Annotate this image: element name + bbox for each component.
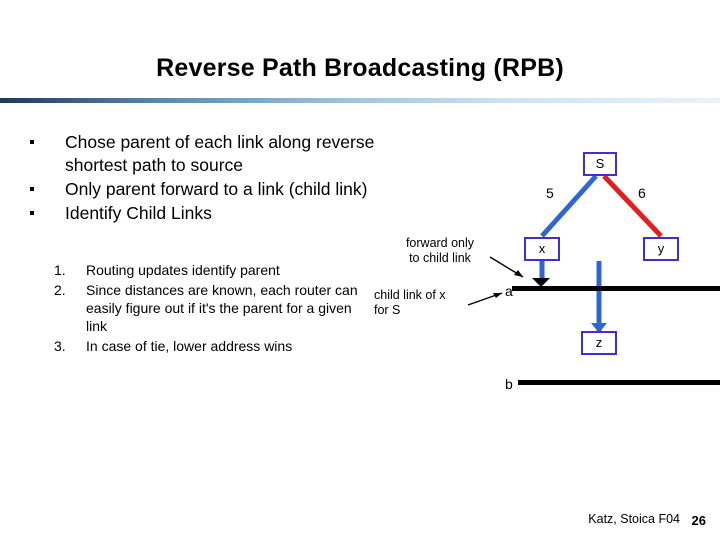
node-x: x [524, 237, 560, 261]
bullet-square-icon [30, 187, 34, 191]
arrow-x-down-icon [532, 278, 550, 287]
list-item: 1. Routing updates identify parent [54, 262, 374, 280]
list-number: 3. [54, 338, 66, 354]
node-z: z [581, 331, 617, 355]
node-y-label: y [657, 241, 665, 256]
page-title: Reverse Path Broadcasting (RPB) [156, 54, 564, 82]
bullet-square-icon [30, 140, 34, 144]
list-number: 2. [54, 282, 66, 298]
annotation-child-link-line1: child link of x [374, 288, 446, 302]
node-s-label: S [595, 156, 605, 171]
edge-s-x [540, 174, 598, 238]
node-s: S [583, 152, 617, 176]
edge-s-y [602, 174, 663, 238]
list-item: Only parent forward to a link (child lin… [20, 178, 380, 201]
pointer-child-link-arrow-icon [493, 293, 502, 298]
bullet-text: Identify Child Links [65, 203, 212, 223]
diagram-edges [467, 174, 663, 333]
credit-text: Katz, Stoica F04 [588, 512, 680, 526]
list-item: Chose parent of each link along reverse … [20, 131, 380, 177]
edge-cost-5-text: 5 [546, 185, 554, 201]
network-diagram: S x y z 5 6 a b forward only to child li… [374, 125, 720, 415]
link-a-label: a [505, 283, 513, 299]
bullet-list: Chose parent of each link along reverse … [20, 131, 380, 226]
edge-cost-6-text: 6 [638, 185, 646, 201]
bullet-square-icon [30, 211, 34, 215]
bullet-text: Chose parent of each link along reverse … [65, 132, 375, 175]
annotation-child-link: child link of x for S [374, 288, 474, 318]
node-y: y [643, 237, 679, 261]
numbered-list: 1. Routing updates identify parent 2. Si… [54, 262, 374, 358]
link-b-bar [518, 380, 720, 385]
list-item-text: In case of tie, lower address wins [86, 338, 293, 354]
list-item: Identify Child Links [20, 202, 380, 225]
node-z-label: z [595, 335, 603, 350]
link-b-text: b [505, 376, 513, 392]
bullet-text: Only parent forward to a link (child lin… [65, 179, 368, 199]
annotation-child-link-line2: for S [374, 303, 401, 317]
pointer-forward-only-arrow-icon [514, 270, 523, 277]
edge-cost-5-label: 5 [546, 185, 554, 201]
arrow-y-down-icon [591, 323, 607, 333]
list-item-text: Since distances are known, each router c… [86, 282, 358, 334]
edge-cost-6-label: 6 [638, 185, 646, 201]
list-item: 3. In case of tie, lower address wins [54, 338, 374, 356]
link-b-label: b [505, 376, 513, 392]
node-x-label: x [538, 241, 546, 256]
list-item: 2. Since distances are known, each route… [54, 282, 374, 336]
title-divider [0, 98, 720, 103]
annotation-forward-only-line2: to child link [409, 251, 471, 265]
page-number: 26 [691, 513, 706, 528]
link-a-bar [512, 286, 720, 291]
list-number: 1. [54, 262, 66, 278]
annotation-forward-only-line1: forward only [405, 236, 475, 250]
annotation-forward-only: forward only to child link [386, 236, 494, 266]
list-item-text: Routing updates identify parent [86, 262, 280, 278]
link-a-text: a [505, 283, 513, 299]
